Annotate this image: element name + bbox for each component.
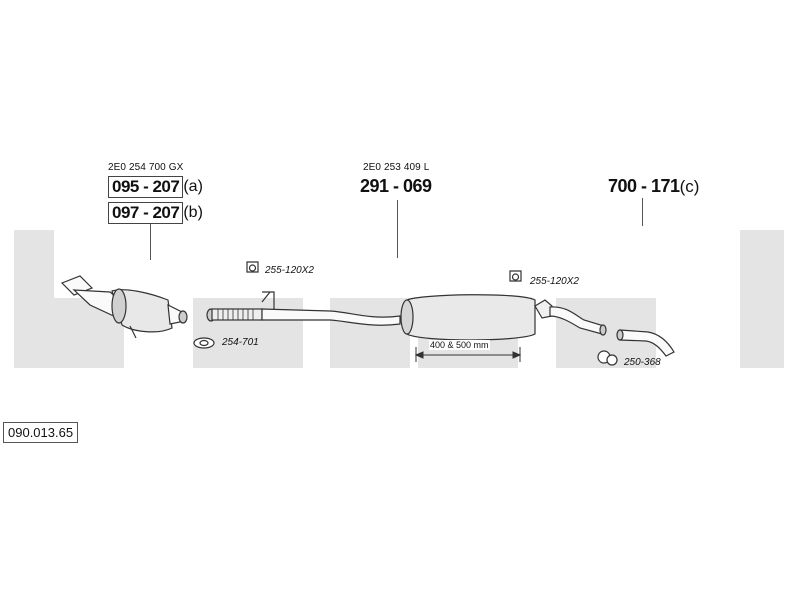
leader-line-middle (397, 200, 398, 258)
catalog-number: 090.013.65 (3, 422, 79, 443)
rear-pipe (549, 306, 607, 336)
rear-part-suffix: (c) (679, 176, 700, 196)
leader-line-rear (642, 198, 643, 226)
gasket-icon (193, 337, 215, 349)
rear-clamp-kit-icon (597, 350, 618, 366)
watermark-block-4 (330, 298, 410, 368)
front-oem-number: 2E0 254 700 GX (108, 162, 184, 173)
middle-silencer (400, 294, 553, 341)
front-pipe-catalyst (60, 275, 188, 339)
front-part-b-suffix: (b) (183, 204, 203, 221)
clamp-callout-rear: 255-120X2 (530, 276, 579, 287)
clamp-callout-front: 255-120X2 (265, 265, 314, 276)
front-part-b: 097 - 207 (b) (108, 202, 203, 224)
dimension-label: 400 & 500 mm (429, 340, 490, 350)
front-part-a: 095 - 207 (a) (108, 176, 203, 198)
dimension-line (414, 347, 522, 362)
gasket-callout: 254-701 (222, 337, 259, 348)
watermark-block-7 (740, 230, 784, 368)
leader-line-front (150, 222, 151, 260)
rear-part-number: 700 - 171 (608, 176, 680, 196)
front-part-a-suffix: (a) (183, 178, 203, 195)
clamp-icon-rear (509, 270, 522, 282)
middle-part-number: 291 - 069 (360, 176, 432, 196)
front-part-b-number: 097 - 207 (108, 202, 184, 224)
tail-pipe (616, 329, 675, 357)
middle-pipe (206, 291, 401, 326)
watermark-block-1 (14, 230, 54, 368)
middle-oem-number: 2E0 253 409 L (363, 162, 430, 173)
rear-clamp-kit-callout: 250-368 (624, 357, 661, 368)
front-part-a-number: 095 - 207 (108, 176, 184, 198)
rear-part: 700 - 171 (c) (608, 176, 699, 197)
clamp-icon-front (246, 261, 259, 273)
